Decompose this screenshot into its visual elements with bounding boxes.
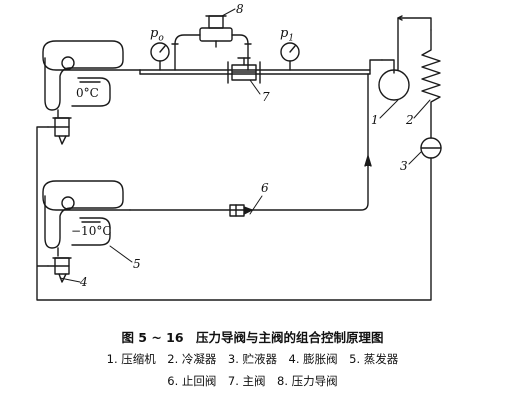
label-temp-lower: −10°C bbox=[71, 224, 112, 238]
upper-suction-line bbox=[139, 59, 383, 75]
legend-line-2: 6. 止回阀 7. 主阀 8. 压力导阀 bbox=[167, 374, 338, 388]
receiver-icon bbox=[420, 137, 442, 159]
label-n6: 6 bbox=[261, 181, 269, 195]
label-n1: 1 bbox=[371, 113, 379, 127]
lower-suction-line bbox=[129, 73, 372, 211]
pressure-pilot-valve-icon bbox=[171, 15, 252, 71]
label-temp-upper: 0°C bbox=[76, 86, 99, 100]
compressor-icon bbox=[378, 15, 432, 101]
liquid-line bbox=[36, 126, 432, 301]
label-n3: 3 bbox=[400, 159, 408, 173]
check-valve-icon bbox=[229, 204, 253, 217]
pressure-gauge-p1-icon bbox=[280, 42, 300, 71]
label-p0: po bbox=[150, 26, 164, 44]
pressure-gauge-p0-icon bbox=[150, 42, 170, 71]
lower-evaporator-coil bbox=[42, 180, 131, 257]
upper-evaporator-coil bbox=[42, 40, 141, 118]
lower-expansion-valve-icon bbox=[47, 257, 72, 283]
callout-leaders bbox=[59, 8, 431, 283]
main-valve-icon bbox=[227, 57, 261, 84]
figure-caption: 图 5 ~ 16 压力导阀与主阀的组合控制原理图 bbox=[121, 330, 384, 345]
legend-line-1: 1. 压缩机 2. 冷凝器 3. 贮液器 4. 膨胀阀 5. 蒸发器 bbox=[106, 352, 399, 366]
label-n4: 4 bbox=[80, 275, 88, 289]
label-n7: 7 bbox=[262, 90, 270, 104]
label-p1: p1 bbox=[280, 26, 295, 44]
label-n8: 8 bbox=[236, 2, 244, 16]
label-n5: 5 bbox=[133, 257, 141, 271]
label-n2: 2 bbox=[406, 113, 414, 127]
upper-expansion-valve-icon bbox=[47, 117, 72, 145]
condenser-coil bbox=[421, 29, 441, 139]
